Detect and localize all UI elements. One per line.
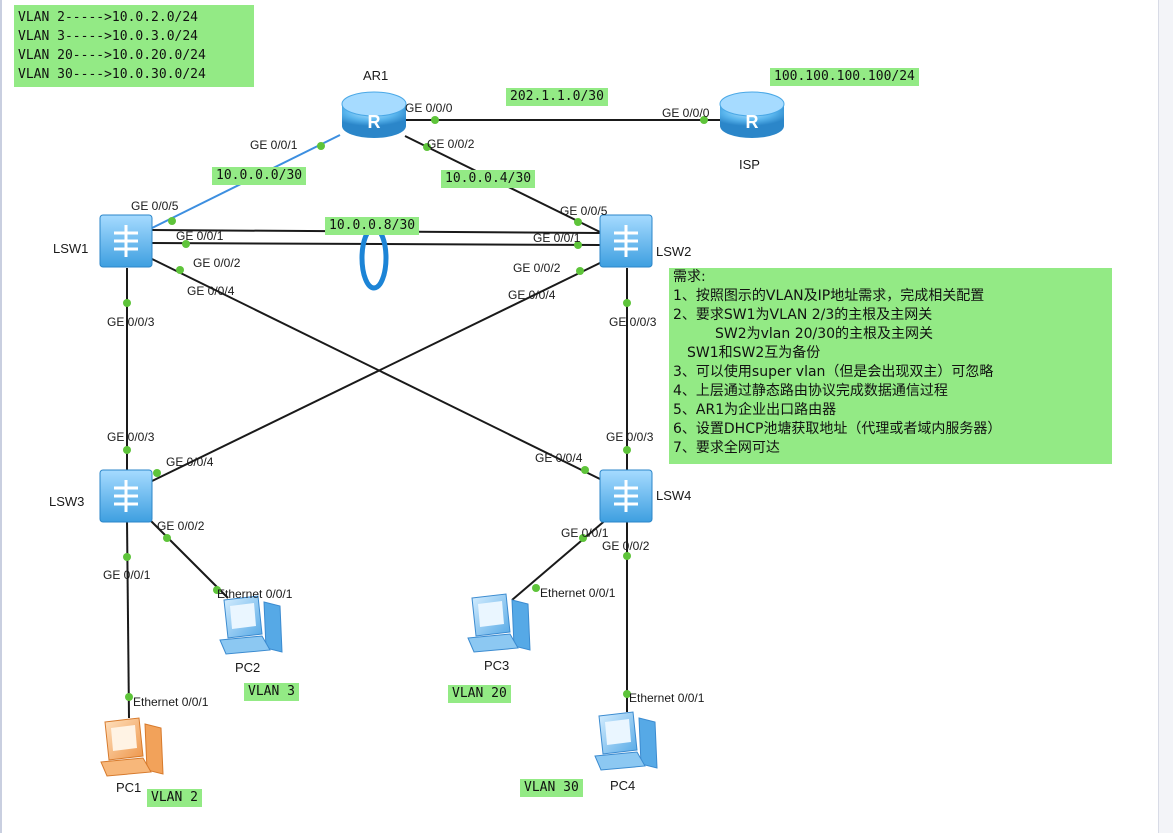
port-label: Ethernet 0/0/1: [629, 691, 705, 705]
port-label: GE 0/0/4: [166, 455, 214, 469]
port-label: GE 0/0/4: [508, 288, 556, 302]
port-label: GE 0/0/4: [535, 451, 583, 465]
port-label: GE 0/0/5: [560, 204, 608, 218]
port-label: GE 0/0/1: [103, 568, 151, 582]
subnet-ar1-lsw2: 10.0.0.4/30: [441, 170, 536, 188]
port-label: GE 0/0/3: [609, 315, 657, 329]
router-icon[interactable]: R: [719, 91, 785, 138]
pc-icon[interactable]: [467, 593, 531, 653]
device-label-pc4: PC4: [610, 778, 636, 793]
port-label: GE 0/0/1: [176, 229, 224, 243]
device-label-pc2: PC2: [235, 660, 261, 675]
port-label: Ethernet 0/0/1: [133, 695, 209, 709]
port-dots: [123, 116, 708, 701]
subnet-lsw1-lsw2: 10.0.0.8/30: [325, 217, 420, 235]
requirement-item: 5、AR1为企业出口路由器: [673, 402, 837, 418]
pc-icon[interactable]: [594, 711, 658, 771]
port-label: Ethernet 0/0/1: [217, 587, 293, 601]
requirement-item: SW1和SW2互为备份: [673, 345, 821, 361]
port-label: GE 0/0/4: [187, 284, 235, 298]
vlan-tag-pc3: VLAN 20: [448, 685, 511, 703]
device-label-lsw3: LSW3: [49, 494, 85, 509]
port-label: GE 0/0/3: [606, 430, 654, 444]
port-label: GE 0/0/2: [513, 261, 561, 275]
router-icon[interactable]: R: [341, 91, 407, 138]
port-label: GE 0/0/5: [131, 199, 179, 213]
subnet-ar1-isp: 202.1.1.0/30: [506, 88, 608, 106]
vlan-tag-pc1: VLAN 2: [147, 789, 202, 807]
device-label-lsw4: LSW4: [656, 488, 692, 503]
vlan-tag-pc4: VLAN 30: [520, 779, 583, 797]
requirements-title: 需求:: [673, 269, 706, 285]
link-lsw1-lsw2-b: [151, 242, 601, 246]
vlan-list-note: VLAN 2----->10.0.2.0/24 VLAN 3----->10.0…: [14, 5, 254, 87]
subnet-isp: 100.100.100.100/24: [770, 68, 919, 86]
port-label: Ethernet 0/0/1: [540, 586, 616, 600]
svg-text:R: R: [746, 112, 759, 132]
device-label-isp: ISP: [739, 157, 760, 172]
switch-icon[interactable]: [99, 469, 153, 523]
port-label: GE 0/0/3: [107, 430, 155, 444]
requirement-item: 6、设置DHCP池塘获取地址（代理或者域内服务器）: [673, 421, 1002, 437]
requirement-item: 2、要求SW1为VLAN 2/3的主根及主网关: [673, 307, 933, 323]
port-label: GE 0/0/1: [533, 231, 581, 245]
port-label: GE 0/0/0: [405, 101, 453, 115]
link-lsw3-pc1: [126, 519, 130, 719]
requirement-item: 1、按照图示的VLAN及IP地址需求，完成相关配置: [673, 288, 985, 304]
port-label: GE 0/0/1: [250, 138, 298, 152]
window-right-scrollbar[interactable]: [1158, 0, 1173, 833]
link-lsw1-lsw4: [149, 257, 603, 481]
device-label-ar1: AR1: [363, 68, 389, 83]
port-label: GE 0/0/3: [107, 315, 155, 329]
pc-icon[interactable]: [100, 717, 164, 777]
device-label-pc1: PC1: [116, 780, 142, 795]
pc-icon[interactable]: [219, 595, 283, 655]
window-left-edge: [0, 0, 2, 833]
port-label: GE 0/0/0: [662, 106, 710, 120]
port-label: GE 0/0/1: [561, 526, 609, 540]
links: [126, 119, 720, 719]
svg-text:R: R: [368, 112, 381, 132]
requirement-item: SW2为vlan 20/30的主根及主网关: [673, 326, 934, 342]
requirement-item: 7、要求全网可达: [673, 440, 780, 456]
switch-icon[interactable]: [599, 469, 653, 523]
port-label: GE 0/0/2: [193, 256, 241, 270]
device-label-lsw1: LSW1: [53, 241, 89, 256]
switch-icon[interactable]: [599, 214, 653, 268]
requirements-note: 需求: 1、按照图示的VLAN及IP地址需求，完成相关配置 2、要求SW1为VL…: [669, 268, 1112, 464]
subnet-ar1-lsw1: 10.0.0.0/30: [212, 167, 307, 185]
vlan-list-item: VLAN 20---->10.0.20.0/24: [18, 48, 206, 63]
link-lsw2-lsw3: [149, 261, 603, 483]
link-lsw3-pc2: [147, 517, 229, 599]
vlan-list-item: VLAN 2----->10.0.2.0/24: [18, 10, 199, 25]
port-label: GE 0/0/2: [157, 519, 205, 533]
device-label-lsw2: LSW2: [656, 244, 692, 259]
vlan-tag-pc2: VLAN 3: [244, 683, 299, 701]
vlan-list-item: VLAN 3----->10.0.3.0/24: [18, 29, 199, 44]
requirement-item: 3、可以使用super vlan（但是会出现双主）可忽略: [673, 364, 994, 380]
eth-trunk-marker: [359, 225, 389, 291]
device-label-pc3: PC3: [484, 658, 510, 673]
switch-icon[interactable]: [99, 214, 153, 268]
vlan-list-item: VLAN 30---->10.0.30.0/24: [18, 67, 206, 82]
requirement-item: 4、上层通过静态路由协议完成数据通信过程: [673, 383, 948, 399]
link-lsw4-pc3: [511, 517, 609, 601]
port-label: GE 0/0/2: [427, 137, 475, 151]
port-label: GE 0/0/2: [602, 539, 650, 553]
